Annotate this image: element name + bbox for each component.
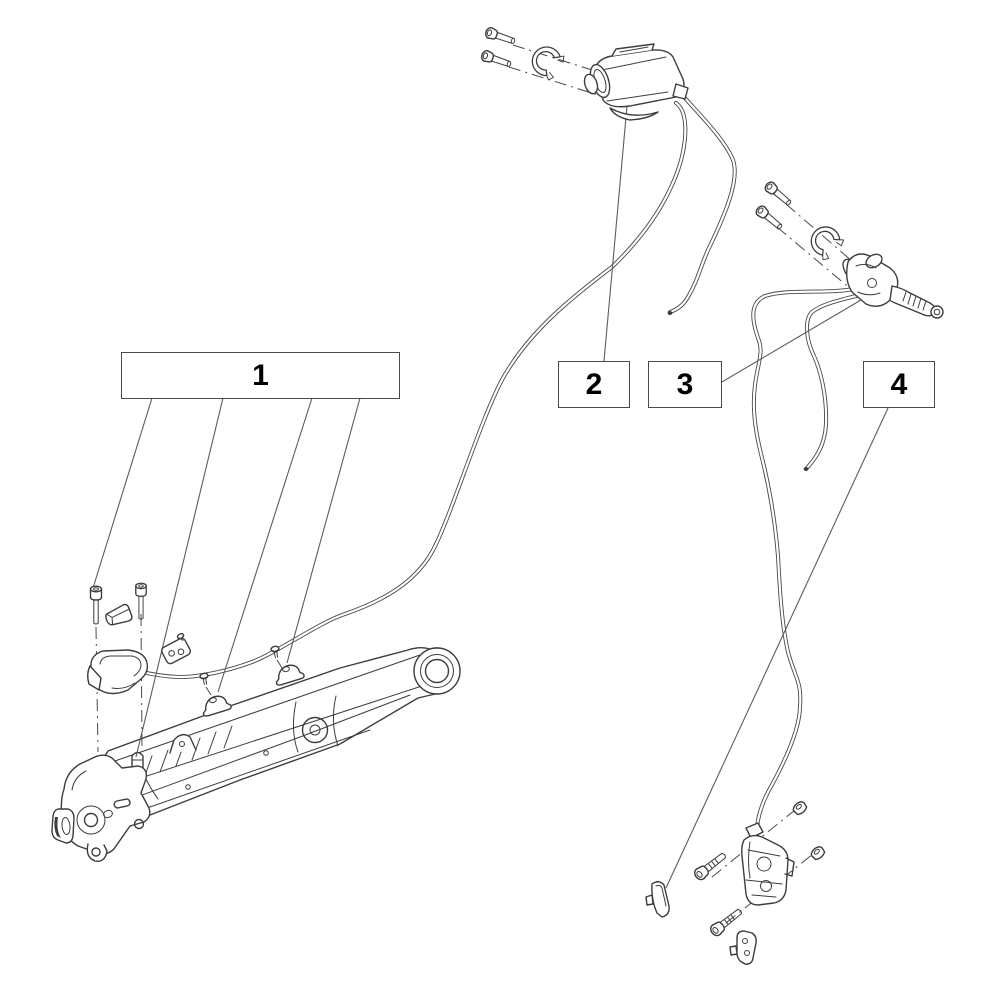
handlebar-clamp bbox=[804, 220, 847, 263]
lever-clamp-bolt bbox=[483, 25, 517, 48]
clamp-screw-1 bbox=[198, 672, 211, 686]
guide-bolt-2 bbox=[135, 582, 147, 620]
brake-pad bbox=[645, 881, 670, 918]
lever-clamp-bolt bbox=[479, 48, 513, 71]
callout-box-4[interactable]: 4 bbox=[863, 361, 935, 408]
caliper-washer-1 bbox=[790, 799, 809, 817]
clamp-screw-2 bbox=[269, 645, 282, 659]
chainstay-hardware bbox=[87, 582, 306, 753]
lever-blade bbox=[609, 107, 659, 121]
guide-bolt-1 bbox=[89, 585, 103, 625]
left-brake-lever-assembly bbox=[479, 25, 689, 121]
caliper-washer-2 bbox=[808, 844, 827, 862]
pivot-boss bbox=[301, 716, 329, 744]
handlebar-clamp bbox=[526, 40, 568, 83]
rear-brake-hose-long bbox=[751, 286, 860, 840]
brake-lever-body bbox=[842, 253, 944, 319]
callout-box-2[interactable]: 2 bbox=[558, 361, 630, 408]
caliper-adapter-plate bbox=[729, 930, 757, 965]
front-brake-hose-short bbox=[667, 95, 737, 315]
front-brake-hose-long bbox=[122, 101, 688, 680]
chainstay-arm bbox=[51, 647, 461, 862]
rear-brake-hose-short bbox=[803, 294, 858, 471]
caliper-bolt-1 bbox=[691, 849, 730, 883]
lever-blade bbox=[889, 285, 944, 319]
right-brake-lever-assembly bbox=[753, 179, 944, 319]
lever-clamp-bolt bbox=[753, 203, 786, 233]
hose-guide bbox=[87, 649, 149, 695]
callout-box-3[interactable]: 3 bbox=[648, 361, 722, 408]
rear-brake-caliper-assembly bbox=[645, 799, 827, 965]
lever-clamp-bolt bbox=[762, 179, 795, 209]
leader-lines bbox=[92, 94, 889, 889]
caliper-body bbox=[741, 822, 795, 906]
dropout-plate bbox=[60, 754, 151, 862]
mount-bracket bbox=[161, 632, 191, 665]
callout-box-1[interactable]: 1 bbox=[121, 352, 400, 399]
mount-tab bbox=[169, 733, 197, 754]
brake-lever-body bbox=[583, 43, 689, 121]
wedge-spacer bbox=[105, 603, 133, 626]
axle-spacer bbox=[51, 808, 75, 844]
